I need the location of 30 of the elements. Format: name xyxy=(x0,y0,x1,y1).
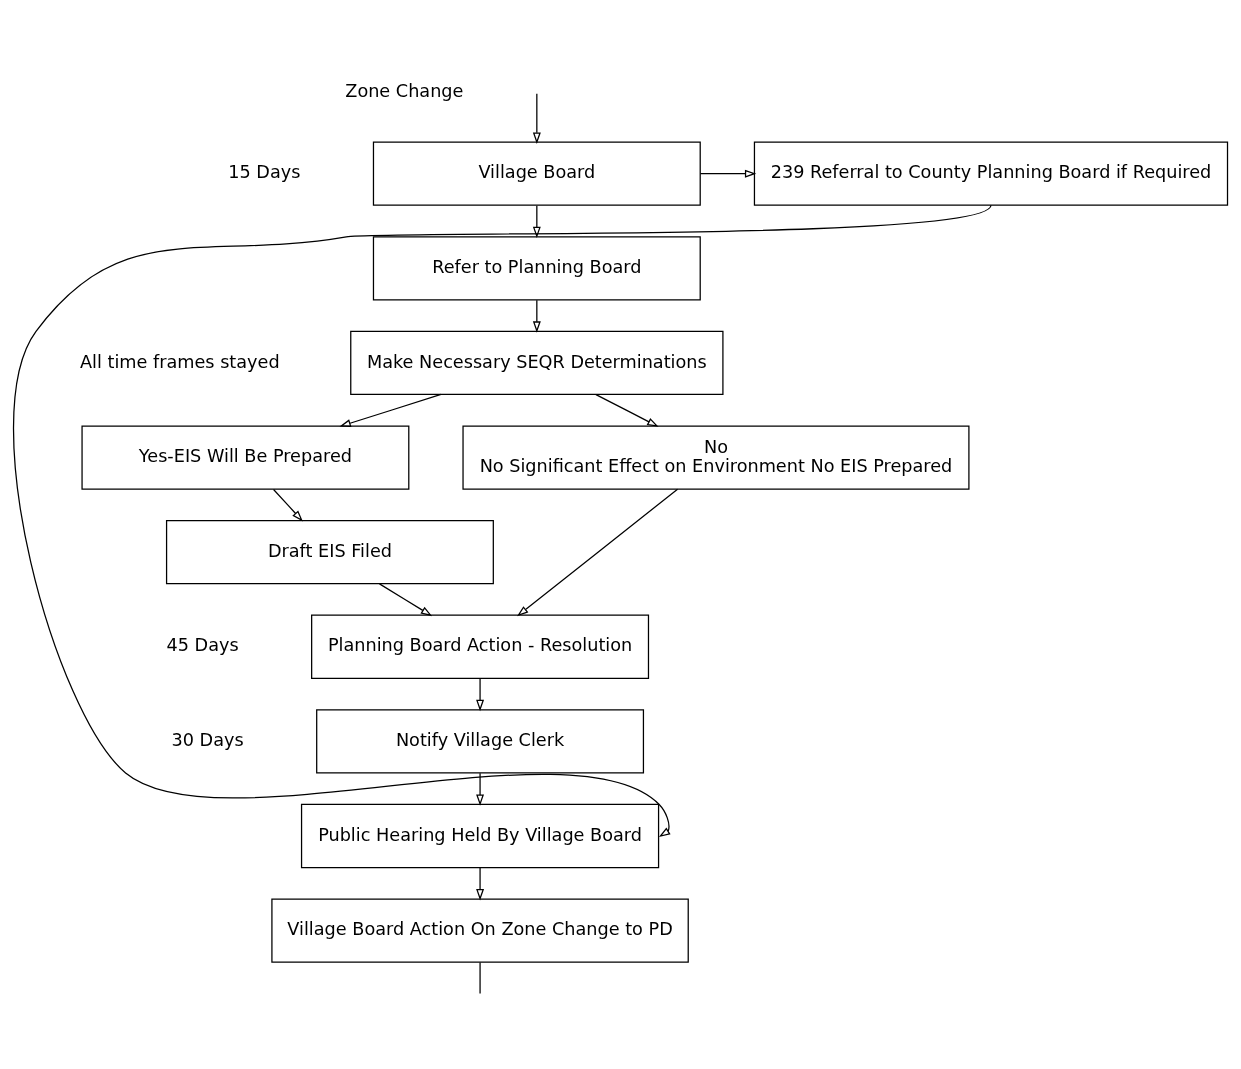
arrow xyxy=(476,867,485,901)
arrow xyxy=(595,394,659,427)
node-box: Public Hearing Held By Village Board xyxy=(300,803,660,869)
arrow xyxy=(12,204,992,837)
node-box: Planning Board Action - Resolution xyxy=(311,614,650,679)
node-box: Yes-EIS Will Be Prepared xyxy=(81,425,410,490)
arrow xyxy=(532,205,541,239)
node-box: Refer to Planning Board xyxy=(372,236,701,301)
label: All time frames stayed xyxy=(80,351,280,372)
arrow xyxy=(378,583,433,617)
node-box: Make Necessary SEQR Determinations xyxy=(350,330,724,396)
label: 45 Days xyxy=(166,635,239,656)
label: Zone Change xyxy=(345,81,464,102)
connector xyxy=(479,961,481,995)
node-box: Village Board xyxy=(372,141,701,206)
arrow xyxy=(476,678,485,712)
arrow xyxy=(532,299,541,333)
node-box: No No Significant Effect on Environment No EIS Prepared xyxy=(462,425,970,490)
arrow xyxy=(476,772,485,806)
arrow xyxy=(532,93,541,144)
arrow xyxy=(272,488,303,522)
node-box: Notify Village Clerk xyxy=(316,709,645,774)
node-box: 239 Referral to County Planning Board if Required xyxy=(753,141,1229,206)
arrow xyxy=(516,488,679,617)
node-box: Village Board Action On Zone Change to PD xyxy=(271,898,689,963)
arrow xyxy=(339,393,442,427)
label: 30 Days xyxy=(171,730,244,751)
arrow xyxy=(699,169,757,178)
node-box: Draft EIS Filed xyxy=(165,520,494,585)
label: 15 Days xyxy=(228,162,301,183)
